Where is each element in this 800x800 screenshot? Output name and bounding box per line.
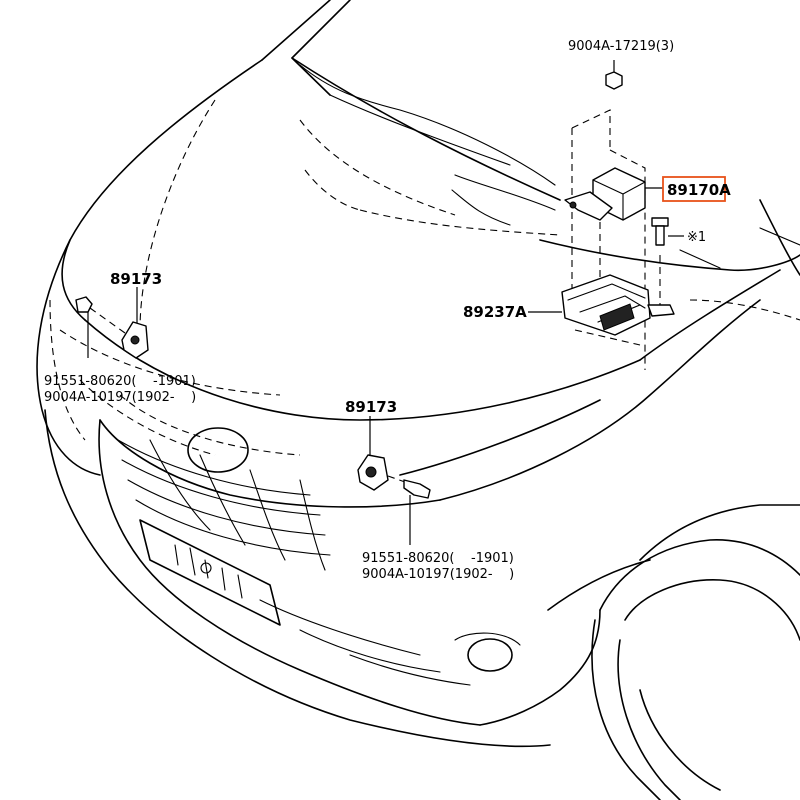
hood-left-edge	[61, 59, 263, 321]
rim-edge	[639, 689, 721, 791]
label-center-bolt-1: 91551-80620( -1901)	[362, 551, 514, 566]
label-sensor-center[interactable]: 89173	[345, 398, 397, 416]
center-sensor-group	[357, 416, 431, 545]
label-bracket[interactable]: 89237A	[463, 303, 527, 321]
hood-crease-1	[299, 64, 556, 186]
wheel-arch	[639, 504, 800, 561]
cowl-slot	[679, 249, 721, 269]
front-corner	[547, 559, 651, 611]
grille-v-2	[199, 454, 246, 546]
hood-crease-4	[451, 189, 511, 226]
nut-top	[605, 71, 623, 90]
hood-cowl	[291, 57, 561, 201]
label-module-main[interactable]: 89170A	[667, 181, 731, 199]
hood-hidden-2	[299, 119, 456, 216]
label-note-mark: ※1	[687, 230, 706, 245]
bracket-hole	[569, 201, 577, 209]
label-center-bolt-2: 9004A-10197(1902- )	[362, 567, 514, 582]
hood-crease-3	[454, 174, 556, 211]
label-nut-top: 9004A-17219(3)	[568, 39, 674, 54]
hood-hidden-3	[304, 169, 561, 236]
right-pillar-line	[759, 227, 800, 246]
bumper-hidden-1	[79, 379, 216, 456]
right-pillar	[759, 199, 800, 276]
bolt-head	[651, 217, 669, 227]
center-bolt-axis	[387, 475, 406, 483]
left-sensor-face	[130, 335, 140, 345]
bumper-corner	[479, 609, 601, 726]
plate-hole	[200, 562, 212, 574]
grille-v-3	[249, 469, 286, 561]
right-fender-top	[639, 269, 781, 361]
plate-marks	[174, 544, 243, 599]
bolt-shank	[655, 225, 665, 246]
fog-light-bezel	[454, 632, 521, 646]
tire-inner-side	[617, 639, 681, 800]
left-sensor-group	[75, 287, 149, 359]
bumper-top	[99, 419, 441, 508]
fog-light	[467, 638, 513, 672]
grille-slat-3	[127, 479, 326, 536]
lower-grille-2	[299, 629, 441, 673]
module-box-edges	[592, 179, 646, 221]
bumper-hidden-2	[119, 394, 301, 456]
bumper-outer	[98, 419, 481, 726]
hood-crease-2	[329, 94, 511, 166]
tire-outer-top	[599, 539, 800, 611]
left-fender-hidden	[49, 299, 86, 441]
grille-v-4	[299, 479, 326, 571]
tire-inner-top	[624, 579, 800, 641]
left-fender	[36, 239, 101, 476]
highlight-box	[662, 176, 726, 202]
hood-hidden-1	[139, 99, 216, 331]
cowl-right	[539, 239, 800, 272]
module-assembly	[528, 60, 684, 370]
hood-hidden-4	[59, 329, 281, 396]
right-hidden	[689, 299, 800, 321]
left-bolt	[75, 296, 93, 313]
lower-bracket-connector	[599, 303, 635, 331]
module-bracket	[564, 191, 613, 221]
label-sensor-left[interactable]: 89173	[110, 270, 162, 288]
hood-front-edge	[84, 319, 641, 421]
lower-grille-3	[349, 654, 471, 686]
labels: 9004A-17219(3) 89170A ※1 89237A 89173 91…	[44, 39, 731, 582]
car-body	[36, 0, 800, 800]
tire-outer-side	[591, 619, 661, 800]
label-left-bolt-1: 91551-80620( -1901)	[44, 374, 196, 389]
center-bolt	[403, 479, 431, 499]
grille-slat-4	[135, 499, 331, 556]
right-headlamp-top	[439, 299, 761, 501]
license-plate	[139, 519, 281, 626]
headlamp-inner	[399, 399, 601, 476]
emblem	[187, 427, 249, 473]
a-pillar-inner	[261, 0, 331, 61]
lower-bracket-tab	[647, 304, 675, 317]
grille-v-1	[149, 439, 211, 531]
grille-slat-2	[121, 459, 321, 516]
bumper-lower	[44, 409, 551, 748]
grille-slat-1	[117, 439, 311, 496]
label-left-bolt-2: 9004A-10197(1902- )	[44, 390, 196, 405]
center-sensor-face	[365, 466, 377, 478]
lower-grille-1	[259, 599, 421, 656]
projection-top	[571, 109, 611, 150]
